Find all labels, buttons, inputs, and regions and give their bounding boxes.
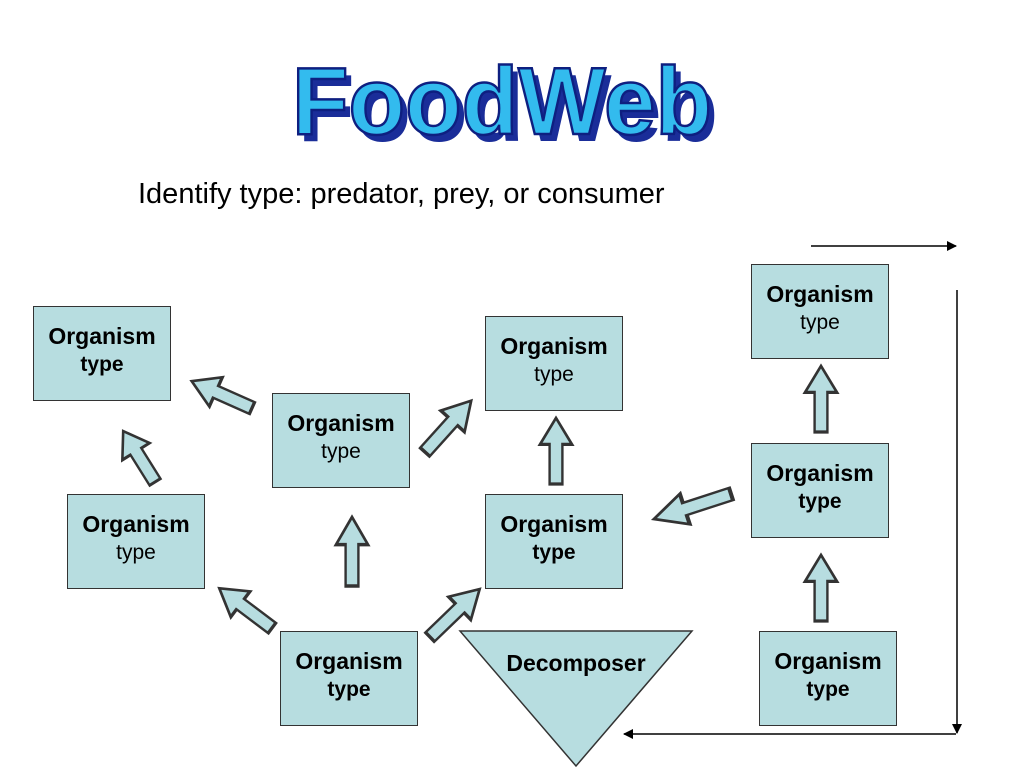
block-arrow-center-to-upperright: [411, 388, 485, 465]
block-arrow-bottom-to-midleft: [208, 573, 284, 643]
organism-name: Organism: [287, 410, 395, 436]
organism-box-top-right: Organism type: [751, 264, 889, 359]
organism-box-top-left: Organism type: [33, 306, 171, 401]
block-arrow-midleft-to-topleft: [108, 421, 170, 492]
organism-box-mid-left: Organism type: [67, 494, 205, 589]
organism-name: Organism: [774, 648, 882, 674]
subtitle: Identify type: predator, prey, or consum…: [138, 178, 665, 210]
organism-name: Organism: [48, 323, 156, 349]
block-arrow-midright-to-upperright: [538, 416, 574, 486]
organism-type: type: [321, 440, 361, 463]
organism-box-mid-right: Organism type: [751, 443, 889, 538]
organism-type: type: [532, 541, 576, 564]
organism-name: Organism: [295, 648, 403, 674]
block-arrow-bottomright-to-midright: [803, 553, 839, 623]
organism-name: Organism: [82, 511, 190, 537]
organism-type: type: [798, 490, 842, 513]
organism-type: type: [800, 311, 840, 334]
title-wordart: FoodWeb FoodWeb: [291, 47, 718, 160]
organism-box-bottom-right: Organism type: [759, 631, 897, 726]
organism-box-bottom-center: Organism type: [280, 631, 418, 726]
organism-name: Organism: [766, 460, 874, 486]
organism-name: Organism: [500, 333, 608, 359]
organism-box-upper-right-center: Organism type: [485, 316, 623, 411]
title-shadow: FoodWeb: [298, 55, 718, 160]
organism-box-mid-right-center: Organism type: [485, 494, 623, 589]
organism-type: type: [80, 353, 124, 376]
decomposer-triangle: [458, 630, 694, 768]
organism-name: Organism: [500, 511, 608, 537]
organism-type: type: [534, 363, 574, 386]
organism-name: Organism: [766, 281, 874, 307]
block-arrow-midright-to-topright: [803, 364, 839, 434]
decomposer-label: Decomposer: [506, 650, 646, 676]
organism-type: type: [327, 678, 371, 701]
block-arrow-right-to-midright: [647, 476, 738, 537]
block-arrow-center-to-topleft: [183, 364, 261, 425]
block-arrow-bottom-to-center: [334, 515, 370, 588]
organism-type: type: [806, 678, 850, 701]
page-title: FoodWeb: [292, 48, 712, 155]
organism-box-center-top: Organism type: [272, 393, 410, 488]
organism-type: type: [116, 541, 156, 564]
